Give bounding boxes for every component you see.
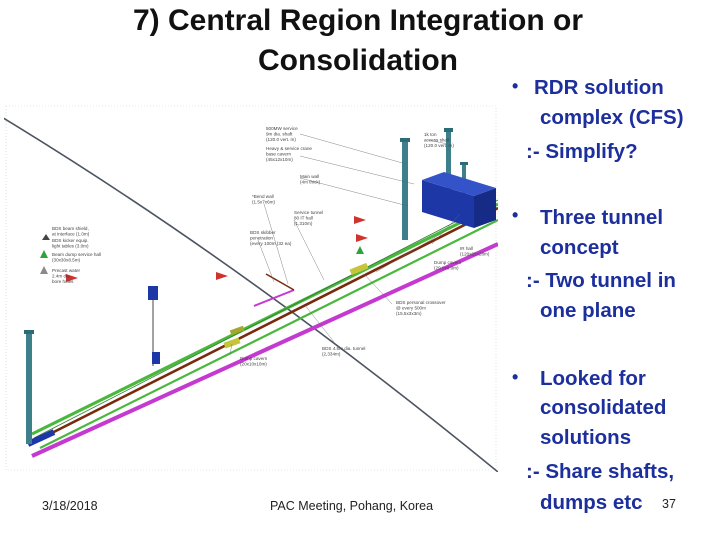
marker-green-1 [40, 250, 48, 258]
diagram-background [4, 104, 498, 472]
bullet-3-line-3: solutions [540, 426, 632, 449]
title-line-1: 7) Central Region Integration or [132, 4, 584, 37]
bullet-2-sub-1: :- Two tunnel in [526, 269, 676, 292]
label-access-shaft: 1k ton [424, 132, 437, 137]
svg-text:Dump cavern(29.0x8.0m): Dump cavern(29.0x8.0m) [434, 260, 462, 271]
svg-text:BDS personal crossover@ every: BDS personal crossover@ every 500m(15.5x… [396, 300, 446, 316]
label-bds-tunnel: BDS 4.5m dia. tunnel [322, 346, 365, 351]
bullet-1-line-1: RDR solution [534, 76, 664, 99]
label-service-shaft-1: 500MW service [266, 126, 298, 131]
green-tunnel-upper [31, 202, 498, 436]
label-bds-skibber: BDS skibber [250, 230, 276, 235]
bullet-2-sub-2: one plane [540, 299, 636, 322]
dump-block-2 [152, 352, 160, 364]
bullet-marker-3: • [512, 367, 519, 387]
label-main-wall: Main wall [300, 174, 319, 179]
marker-gray-1 [40, 266, 48, 274]
page-number: 37 [662, 497, 676, 511]
bullet-3-line-2: consolidated [540, 396, 667, 419]
brown-tunnel [33, 206, 498, 444]
svg-text:BDS beam shield,at interface (: BDS beam shield,at interface (1.0m) [52, 226, 90, 237]
curved-reference-line [4, 117, 498, 472]
label-beam-dump-hall: Beam dump service hall [52, 252, 101, 257]
bullet-3-sub-2: dumps etc [540, 491, 643, 514]
bullet-marker-2: • [512, 205, 519, 225]
label-ir-hall: IR hall [460, 246, 473, 251]
svg-text:IR hall(120x25x28m): IR hall(120x25x28m) [460, 246, 490, 257]
svg-text:BDS kicker equip.light tables: BDS kicker equip.light tables (3.0m) [52, 238, 89, 249]
crossover-link [253, 289, 295, 307]
bullet-marker-1: • [512, 76, 519, 96]
shaft-right-1 [402, 140, 408, 240]
title-line-2: Consolidation [258, 44, 458, 77]
red-flag-3 [354, 216, 366, 224]
footer-meeting: PAC Meeting, Pohang, Korea [270, 499, 434, 513]
leader-lines [229, 133, 461, 355]
svg-text:Main wall(4m thick): Main wall(4m thick) [300, 174, 321, 185]
beam-dump-2 [349, 262, 369, 276]
bullet-3-line-1: Looked for [540, 367, 646, 390]
label-dump-cavern-2: Dump cavern [240, 356, 268, 361]
svg-text:Beam dump service hall(30x30x8: Beam dump service hall(30x30x8.5m) [52, 252, 101, 263]
svg-text:Dump cavern(20x10x10m): Dump cavern(20x10x10m) [240, 356, 268, 367]
svg-text:*Bend wall(1.5x7x6m): *Bend wall(1.5x7x6m) [252, 194, 275, 205]
label-bend-wall: *Bend wall [252, 194, 274, 199]
left-dump-block [26, 429, 56, 447]
label-dump-cavern-1: Dump cavern [434, 260, 462, 265]
label-bds-kicker: BDS kicker equip. [52, 238, 89, 243]
bullet-2-line-1: Three tunnel [540, 206, 664, 229]
label-crane-cavern: Heavy & service crane [266, 146, 312, 151]
magenta-tunnel [31, 242, 498, 458]
shaft-right-2 [446, 130, 451, 204]
bullet-3-sub-1: :- Share shafts, [526, 460, 675, 483]
label-precast-water: Precast water [52, 268, 81, 273]
svg-text:BDS 4.5m dia. tunnel(2,334m): BDS 4.5m dia. tunnel(2,334m) [322, 346, 365, 357]
diagram-frame [5, 105, 497, 471]
red-flag-2 [216, 272, 228, 280]
crossover-link-2 [265, 273, 295, 291]
green-tunnel-lower [39, 219, 498, 449]
label-service-tunnel: Service tunnel [294, 210, 323, 215]
label-bds-beam-shield: BDS beam shield, [52, 226, 89, 231]
shaft-left [26, 332, 32, 444]
thin-tunnel-line [33, 199, 498, 439]
bullet-2-line-2: concept [540, 236, 619, 259]
bullet-1-line-2: complex (CFS) [540, 106, 684, 129]
label-bds-crossover: BDS personal crossover [396, 300, 446, 305]
dump-block-1 [148, 286, 158, 300]
red-flag-1 [66, 274, 78, 282]
beam-dump-1 [223, 337, 241, 349]
marker-green-2 [356, 246, 364, 254]
bullet-1-sub: :- Simplify? [526, 140, 638, 163]
footer-date: 3/18/2018 [42, 499, 98, 513]
